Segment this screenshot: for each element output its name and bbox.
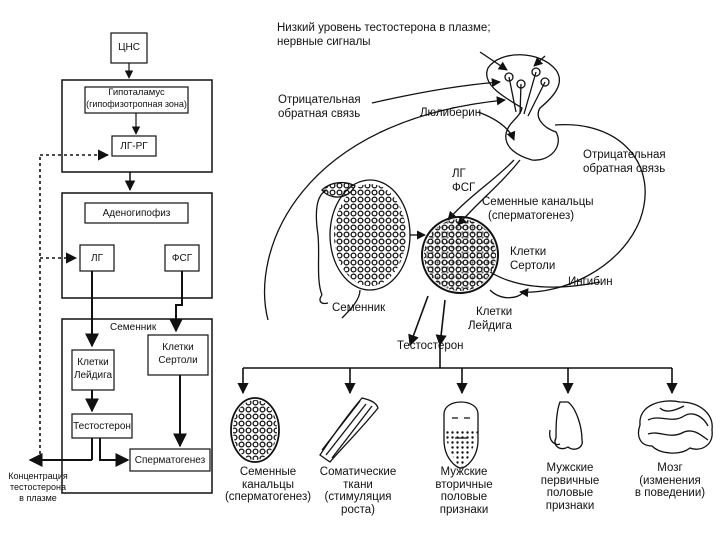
- neg-feedback-right-line2: обратная связь: [583, 163, 666, 175]
- pituitary-icon: [486, 54, 561, 161]
- fsh-hormone-label: ФСГ: [452, 182, 476, 194]
- testosterone-label: Тестостерон: [73, 421, 131, 432]
- neg-feedback-left-line1: Отрицательная: [278, 94, 361, 106]
- muscle-tissue-icon: [319, 397, 379, 463]
- cns-label: ЦНС: [118, 42, 140, 53]
- brain-icon: [637, 400, 713, 454]
- adenohypophysis-label: Аденогипофиз: [102, 208, 171, 219]
- flowchart: [28, 32, 213, 494]
- testis-drawing: [315, 179, 411, 319]
- tubule-cross-section: [421, 216, 499, 294]
- lh-box: [79, 244, 115, 272]
- leydig-label-line1: Клетки: [77, 357, 109, 368]
- testosterone-hormone-label: Тестостерон: [397, 340, 464, 352]
- top-signal-line1: Низкий уровень тестостерона в плазме;: [277, 22, 491, 34]
- hypothalamus-frame: [61, 79, 213, 173]
- lh-rh-box: [111, 135, 157, 157]
- testis-label: Семенник: [110, 322, 157, 333]
- lh-hormone-label: ЛГ: [452, 168, 466, 180]
- genitalia-icon: [549, 401, 583, 450]
- plasma-concentration-line1: Концентрация: [8, 471, 68, 481]
- leydig-cells-line2: Лейдига: [468, 320, 512, 332]
- neg-feedback-left-line2: обратная связь: [278, 108, 361, 120]
- leydig-cells-line1: Клетки: [476, 306, 513, 318]
- leydig-label-line2: Лейдига: [73, 370, 113, 381]
- adenohypophysis-frame: [61, 192, 213, 299]
- sertoli-label-line1: Клетки: [162, 342, 194, 353]
- testosterone-box: [71, 413, 133, 439]
- sertoli-cells-line2: Сертоли: [510, 260, 556, 272]
- bearded-face-icon: [443, 401, 479, 469]
- sertoli-cells-line1: Клетки: [510, 246, 547, 258]
- top-signal-line2: нервные сигналы: [277, 36, 371, 48]
- sertoli-box: [147, 334, 209, 376]
- hypothalamus-label: Гипоталамус: [108, 87, 165, 98]
- spermatogenesis-box: [129, 448, 211, 472]
- spermatogenesis-label: Сперматогенез: [134, 455, 206, 466]
- plasma-concentration-line3: в плазме: [19, 493, 57, 503]
- hypothalamus-subtitle: (гипофизотропная зона): [86, 99, 187, 109]
- adenohypophysis-box: [84, 202, 189, 224]
- lh-rh-label: ЛГ-РГ: [120, 141, 148, 152]
- tubules-target-icon: [230, 397, 280, 463]
- tubules-label-line2: (сперматогенез): [488, 210, 575, 222]
- luliberin-label: Люлиберин: [420, 107, 482, 119]
- scheme: [230, 51, 713, 469]
- fsh-label: ФСГ: [171, 253, 193, 264]
- tubules-label-line1: Семенные канальцы: [482, 196, 594, 208]
- plasma-concentration-line2: тестостерона: [9, 482, 67, 492]
- lh-label: ЛГ: [91, 253, 103, 264]
- neg-feedback-right-line1: Отрицательная: [583, 149, 666, 161]
- inhibin-label: Ингибин: [568, 276, 613, 288]
- testis-drawing-label: Семенник: [332, 302, 386, 314]
- sertoli-label-line2: Сертоли: [158, 355, 198, 366]
- testis-frame: [61, 318, 213, 494]
